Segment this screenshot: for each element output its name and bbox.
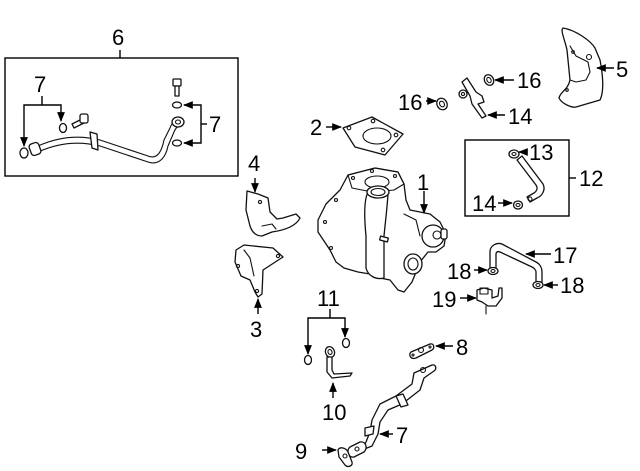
hose-clamp-right[interactable] bbox=[532, 280, 544, 290]
vacuum-hose-group: 12 13 14 bbox=[464, 139, 603, 217]
callout-6[interactable]: 6 bbox=[112, 25, 124, 50]
callout-16b[interactable]: 16 bbox=[517, 68, 541, 93]
callout-13[interactable]: 12 bbox=[579, 166, 603, 191]
callout-2[interactable]: 2 bbox=[310, 115, 322, 140]
callout-9[interactable]: 8 bbox=[456, 335, 468, 360]
coolant-line-washer-right[interactable] bbox=[482, 73, 495, 87]
coolant-line[interactable] bbox=[458, 77, 487, 119]
washer-icon bbox=[58, 122, 68, 134]
callout-19[interactable]: 19 bbox=[432, 287, 456, 312]
callout-11[interactable]: 10 bbox=[322, 400, 346, 425]
callout-15[interactable]: 14 bbox=[508, 104, 532, 129]
callout-7b[interactable]: 7 bbox=[209, 112, 221, 137]
callout-16a[interactable]: 16 bbox=[398, 90, 422, 115]
hose-clamp-top[interactable] bbox=[508, 149, 520, 159]
callout-4[interactable]: 4 bbox=[248, 151, 260, 176]
callout-12[interactable]: 11 bbox=[317, 286, 340, 311]
leader-line-7b bbox=[183, 101, 202, 147]
callout-3[interactable]: 3 bbox=[250, 317, 262, 342]
callout-1[interactable]: 1 bbox=[417, 170, 429, 195]
bolt-icon bbox=[172, 78, 182, 97]
vacuum-hose[interactable] bbox=[489, 242, 543, 283]
support-bracket[interactable] bbox=[234, 244, 284, 298]
turbocharger-gasket[interactable] bbox=[342, 116, 404, 156]
callout-14a[interactable]: 13 bbox=[529, 140, 553, 165]
return-pipe-gasket-lower[interactable] bbox=[337, 447, 353, 468]
boost-control-solenoid[interactable] bbox=[476, 287, 503, 315]
hose-clamp-left[interactable] bbox=[487, 266, 499, 276]
coolant-line-washer-left[interactable] bbox=[435, 96, 450, 111]
leader-line-12 bbox=[304, 317, 349, 355]
heat-shield-upper[interactable] bbox=[558, 27, 604, 108]
heat-shield-lower[interactable] bbox=[245, 190, 301, 237]
callout-18a[interactable]: 18 bbox=[447, 259, 471, 284]
return-pipe-gasket-upper[interactable] bbox=[409, 343, 435, 360]
oil-feed-pipe[interactable] bbox=[28, 116, 185, 164]
washer-icon bbox=[171, 139, 183, 147]
callout-7a[interactable]: 7 bbox=[34, 72, 46, 97]
oil-return-pipe[interactable] bbox=[347, 364, 437, 458]
callout-18b[interactable]: 18 bbox=[560, 273, 584, 298]
callout-8[interactable]: 7 bbox=[396, 423, 408, 448]
callout-10[interactable]: 9 bbox=[295, 439, 307, 464]
callout-5[interactable]: 5 bbox=[616, 57, 628, 82]
hose-clamp-bottom[interactable] bbox=[512, 200, 524, 210]
vacuum-hose-short[interactable] bbox=[516, 155, 545, 203]
oil-feed-line-group: 6 7 7 bbox=[4, 25, 239, 177]
bolt-icon bbox=[71, 113, 89, 129]
washer-icon bbox=[171, 101, 183, 109]
callout-17[interactable]: 17 bbox=[553, 243, 577, 268]
washer-icon bbox=[19, 147, 29, 159]
turbocharger[interactable] bbox=[317, 167, 448, 293]
callout-14b[interactable]: 14 bbox=[472, 191, 496, 216]
washer-icon bbox=[341, 337, 351, 349]
water-line[interactable] bbox=[324, 345, 353, 379]
oil-feed-line-frame bbox=[4, 57, 239, 177]
washer-icon bbox=[303, 354, 313, 366]
